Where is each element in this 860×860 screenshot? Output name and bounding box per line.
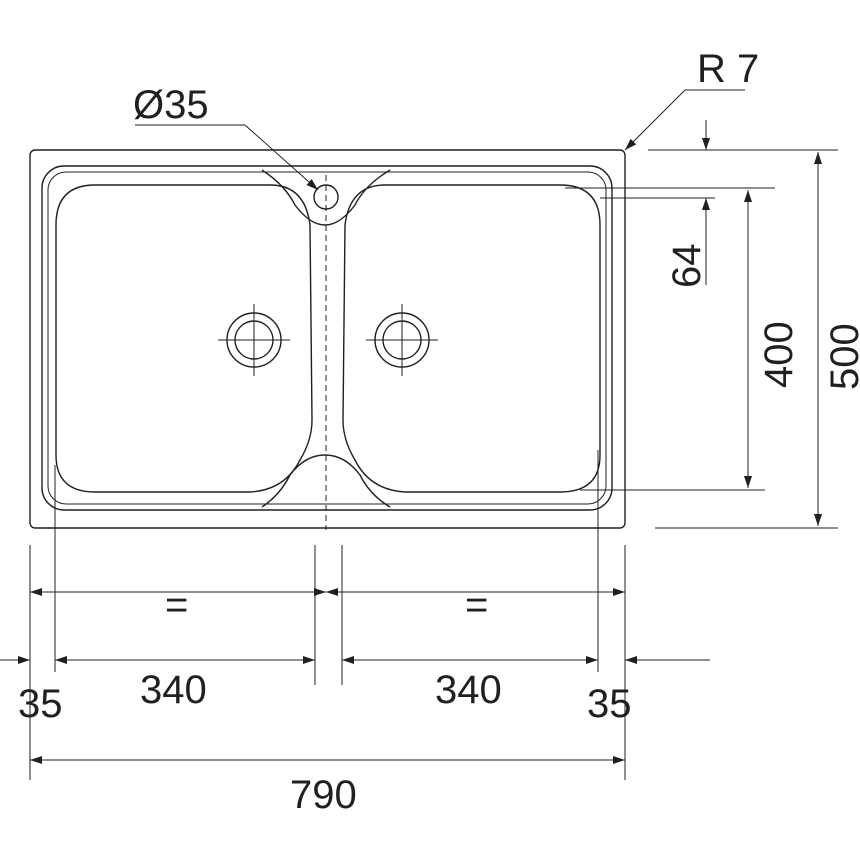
sink-rim-inner: [47, 171, 607, 505]
dim-400-label: 400: [757, 321, 801, 388]
equal-left-label: =: [165, 583, 188, 627]
left-bowl-width-label: 340: [140, 668, 207, 712]
left-drain-icon: [218, 304, 290, 376]
bottom-notch: [261, 454, 391, 508]
right-margin-label: 35: [587, 682, 632, 726]
right-bowl: [342, 184, 601, 493]
right-drain-icon: [366, 304, 438, 376]
sink-outline: [29, 149, 626, 529]
top-notch: [261, 169, 391, 226]
tap-hole-label: Ø35: [133, 83, 209, 127]
dim-64-label: 64: [665, 244, 709, 289]
left-bowl: [55, 184, 313, 493]
overall-width-label: 790: [290, 773, 357, 817]
sink-rim: [41, 165, 613, 511]
extension-lines-bottom: [29, 450, 626, 780]
tap-hole-leader: [135, 124, 319, 191]
radius-leader: [624, 89, 745, 151]
right-bowl-width-label: 340: [435, 668, 502, 712]
extension-lines-right: [565, 149, 838, 529]
equal-right-label: =: [465, 583, 488, 627]
radius-label: R 7: [697, 47, 759, 91]
dim-500-label: 500: [823, 323, 860, 390]
left-margin-label: 35: [18, 682, 63, 726]
